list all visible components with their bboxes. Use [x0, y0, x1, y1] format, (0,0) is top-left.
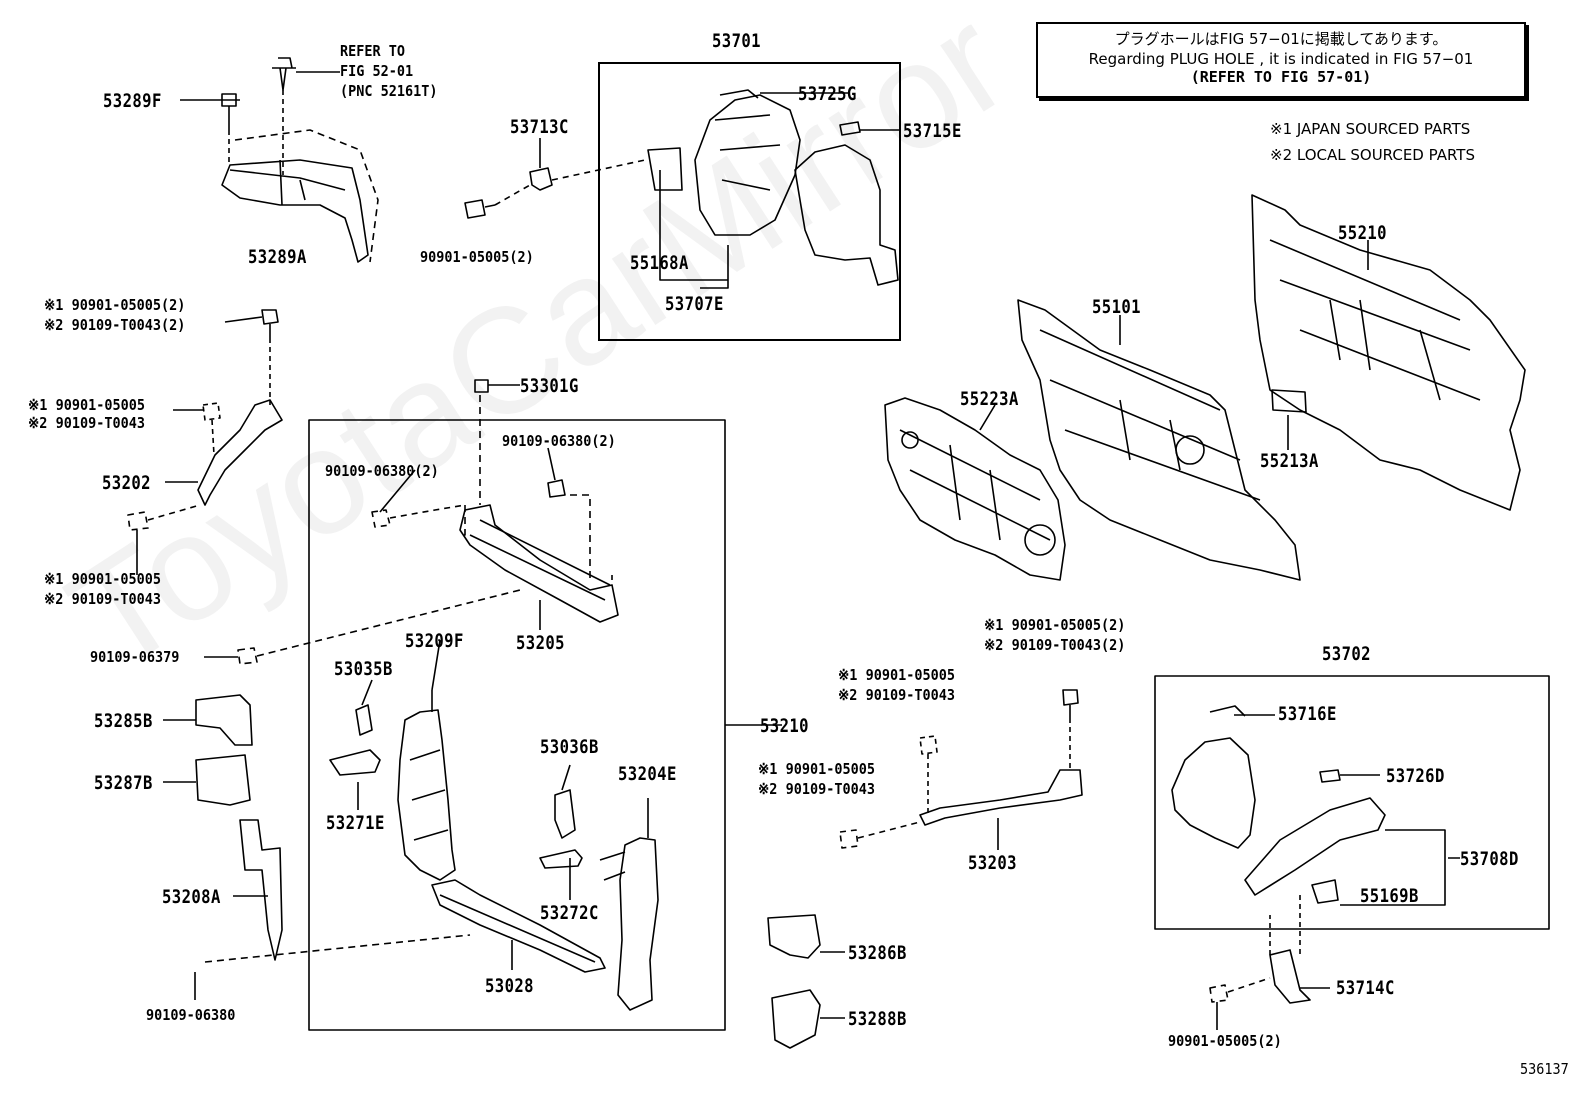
label-53286B[interactable]: 53286B [848, 942, 907, 964]
label-53285B[interactable]: 53285B [94, 710, 153, 732]
label-55213A[interactable]: 55213A [1260, 450, 1319, 472]
part-53202-shape [127, 309, 283, 531]
part-55223A-shape [884, 397, 1066, 581]
label-53301G[interactable]: 53301G [520, 375, 579, 397]
label-bolt-90109-06380[interactable]: 90109-06380 [146, 1006, 236, 1024]
label-53272C[interactable]: 53272C [540, 902, 599, 924]
part-53205-shape [237, 379, 619, 665]
label-53202[interactable]: 53202 [102, 472, 151, 494]
label-53289F[interactable]: 53289F [103, 90, 162, 112]
bolt-53202-low-jp[interactable]: ※1 90901-05005 [44, 570, 161, 588]
label-55101[interactable]: 55101 [1092, 296, 1141, 318]
plug-hole-note: プラグホールはFIG 57−01に掲載してあります。 Regarding PLU… [1036, 22, 1526, 98]
label-53271E[interactable]: 53271E [326, 812, 385, 834]
label-53208A[interactable]: 53208A [162, 886, 221, 908]
label-53716E[interactable]: 53716E [1278, 703, 1337, 725]
label-55168A[interactable]: 55168A [630, 252, 689, 274]
bolt-53203-mid-local[interactable]: ※2 90109-T0043 [838, 686, 955, 704]
label-53036B[interactable]: 53036B [540, 736, 599, 758]
part-53028-shape [204, 879, 606, 973]
bolt-53202-mid-local[interactable]: ※2 90109-T0043 [28, 414, 145, 432]
label-53713C[interactable]: 53713C [510, 116, 569, 138]
refer-line-1: REFER TO [340, 42, 406, 60]
part-53035B-shape [329, 704, 381, 776]
label-bolt-90109-06380-2b[interactable]: 90109-06380(2) [325, 462, 439, 480]
bolt-53202-mid-jp[interactable]: ※1 90901-05005 [28, 396, 145, 414]
bolt-53202-top-jp[interactable]: ※1 90901-05005(2) [44, 296, 186, 314]
label-53209F[interactable]: 53209F [405, 630, 464, 652]
label-55210[interactable]: 55210 [1338, 222, 1387, 244]
label-bolt-90901-05005-2a[interactable]: 90901-05005(2) [420, 248, 534, 266]
label-53708D[interactable]: 53708D [1460, 848, 1519, 870]
part-55101-shape [1017, 299, 1301, 581]
label-53701[interactable]: 53701 [712, 30, 761, 52]
part-53701-shape [647, 89, 899, 286]
bolt-53203-low-jp[interactable]: ※1 90901-05005 [758, 760, 875, 778]
part-53203-shape [839, 689, 1083, 849]
refer-line-2: FIG 52-01 [340, 62, 414, 80]
label-53715E[interactable]: 53715E [903, 120, 962, 142]
bolt-53202-low-local[interactable]: ※2 90109-T0043 [44, 590, 161, 608]
bolt-53203-mid-jp[interactable]: ※1 90901-05005 [838, 666, 955, 684]
label-53726D[interactable]: 53726D [1386, 765, 1445, 787]
label-53028[interactable]: 53028 [485, 975, 534, 997]
note-line-jp: プラグホールはFIG 57−01に掲載してあります。 [1114, 30, 1448, 48]
label-53287B[interactable]: 53287B [94, 772, 153, 794]
bolt-53202-top-local[interactable]: ※2 90109-T0043(2) [44, 316, 186, 334]
label-55169B[interactable]: 55169B [1360, 885, 1419, 907]
legend-local: ※2 LOCAL SOURCED PARTS [1270, 146, 1475, 164]
label-53702[interactable]: 53702 [1322, 643, 1371, 665]
part-53286B-shape [767, 914, 821, 1049]
label-53210[interactable]: 53210 [760, 715, 809, 737]
label-53203[interactable]: 53203 [968, 852, 1017, 874]
label-53714C[interactable]: 53714C [1336, 977, 1395, 999]
part-53285B-shape [195, 694, 283, 961]
part-53204E-shape [599, 837, 659, 1011]
note-line-en: Regarding PLUG HOLE , it is indicated in… [1088, 50, 1474, 68]
label-53289A[interactable]: 53289A [248, 246, 307, 268]
label-53707E[interactable]: 53707E [665, 293, 724, 315]
bolt-53203-low-local[interactable]: ※2 90109-T0043 [758, 780, 875, 798]
part-53036B-shape [539, 789, 583, 869]
part-53702-shape [1171, 705, 1386, 1004]
clip-53289F-shape [218, 57, 296, 175]
part-55210-shape [1251, 194, 1526, 511]
leader-lines [136, 71, 1460, 1030]
label-bolt-90109-06379[interactable]: 90109-06379 [90, 648, 180, 666]
group-53701-box [598, 62, 901, 341]
label-bolt-90109-06380-2a[interactable]: 90109-06380(2) [502, 432, 616, 450]
note-line-refer: (REFER TO FIG 57-01) [1190, 68, 1372, 86]
part-53289A-shape [221, 129, 379, 263]
label-bolt-90901-05005-2b[interactable]: 90901-05005(2) [1168, 1032, 1282, 1050]
label-53725G[interactable]: 53725G [798, 83, 857, 105]
label-53035B[interactable]: 53035B [334, 658, 393, 680]
label-55223A[interactable]: 55223A [960, 388, 1019, 410]
refer-line-3: (PNC 52161T) [340, 82, 438, 100]
bolt-53203-top-jp[interactable]: ※1 90901-05005(2) [984, 616, 1126, 634]
bolt-53203-top-local[interactable]: ※2 90109-T0043(2) [984, 636, 1126, 654]
legend-japan: ※1 JAPAN SOURCED PARTS [1270, 120, 1471, 138]
label-53205[interactable]: 53205 [516, 632, 565, 654]
diagram-id: 536137 [1520, 1060, 1569, 1078]
label-53288B[interactable]: 53288B [848, 1008, 907, 1030]
part-53209F-shape [397, 690, 456, 881]
label-53204E[interactable]: 53204E [618, 763, 677, 785]
